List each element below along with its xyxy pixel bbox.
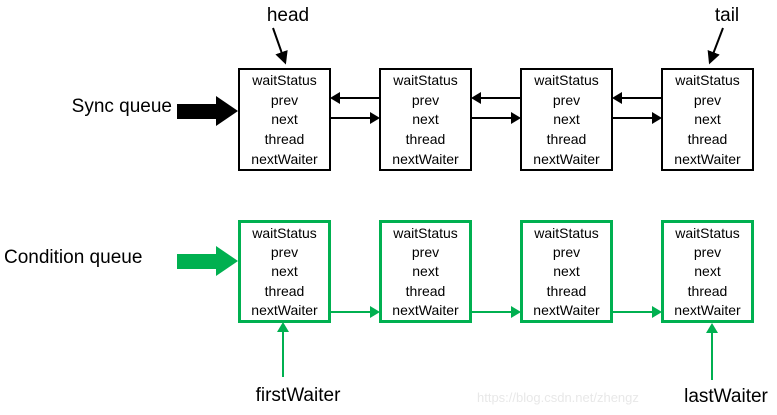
sync-queue-label: Sync queue bbox=[71, 96, 172, 117]
next-waiter-arrow bbox=[613, 306, 662, 318]
node-field: thread bbox=[264, 282, 305, 299]
condition-queue-label: Condition queue bbox=[4, 247, 143, 268]
node-field: prev bbox=[270, 91, 299, 108]
next-arrow bbox=[331, 112, 380, 124]
first-waiter-label: firstWaiter bbox=[255, 385, 341, 406]
block-arrow-shaft bbox=[177, 104, 216, 119]
condition-queue-block-arrow-icon bbox=[177, 246, 238, 277]
node-field: thread bbox=[405, 282, 446, 299]
node-field: nextWaiter bbox=[251, 151, 318, 168]
first-waiter-arrow bbox=[277, 322, 289, 377]
condition-queue-node-2: waitStatus prev next thread nextWaiter bbox=[379, 220, 472, 323]
node-field: waitStatus bbox=[252, 71, 317, 88]
prev-arrow bbox=[330, 92, 379, 104]
sync-queue-node-2: waitStatus prev next thread nextWaiter bbox=[379, 68, 472, 171]
node-field: next bbox=[412, 263, 439, 280]
prev-arrow bbox=[612, 92, 661, 104]
node-field: prev bbox=[270, 244, 299, 261]
node-field: thread bbox=[687, 282, 728, 299]
node-field: nextWaiter bbox=[674, 302, 741, 319]
sync-queue-node-4: waitStatus prev next thread nextWaiter bbox=[661, 68, 754, 171]
block-arrow-head bbox=[216, 246, 238, 276]
node-field: waitStatus bbox=[534, 71, 599, 88]
tail-arrow bbox=[707, 27, 724, 65]
condition-queue-node-4: waitStatus prev next thread nextWaiter bbox=[661, 220, 754, 323]
block-arrow-head bbox=[216, 96, 238, 126]
node-field: waitStatus bbox=[393, 71, 458, 88]
node-field: thread bbox=[687, 131, 728, 148]
node-field: prev bbox=[411, 244, 440, 261]
last-waiter-arrow bbox=[706, 323, 718, 380]
condition-queue-node-3: waitStatus prev next thread nextWaiter bbox=[520, 220, 613, 323]
block-arrow-shaft bbox=[177, 254, 216, 269]
node-field: waitStatus bbox=[252, 224, 317, 241]
sync-queue-node-1: waitStatus prev next thread nextWaiter bbox=[238, 68, 331, 171]
node-field: waitStatus bbox=[675, 71, 740, 88]
next-waiter-arrow bbox=[472, 306, 521, 318]
node-field: thread bbox=[264, 131, 305, 148]
node-field: next bbox=[553, 111, 580, 128]
node-field: next bbox=[271, 111, 298, 128]
condition-queue-node-1: waitStatus prev next thread nextWaiter bbox=[238, 220, 331, 323]
watermark: https://blog.csdn.net/zhengz bbox=[477, 390, 639, 405]
sync-queue-node-3: waitStatus prev next thread nextWaiter bbox=[520, 68, 613, 171]
node-field: next bbox=[553, 263, 580, 280]
node-field: nextWaiter bbox=[533, 302, 600, 319]
node-field: prev bbox=[411, 91, 440, 108]
node-field: waitStatus bbox=[534, 224, 599, 241]
head-label: head bbox=[266, 5, 310, 26]
next-waiter-arrow bbox=[331, 306, 380, 318]
head-arrow bbox=[272, 27, 288, 65]
node-field: nextWaiter bbox=[392, 151, 459, 168]
node-field: prev bbox=[552, 244, 581, 261]
node-field: waitStatus bbox=[393, 224, 458, 241]
node-field: nextWaiter bbox=[392, 302, 459, 319]
node-field: prev bbox=[693, 91, 722, 108]
tail-label: tail bbox=[714, 5, 740, 26]
next-arrow bbox=[472, 112, 521, 124]
node-field: thread bbox=[405, 131, 446, 148]
node-field: next bbox=[412, 111, 439, 128]
node-field: thread bbox=[546, 131, 587, 148]
node-field: next bbox=[694, 111, 721, 128]
next-arrow bbox=[613, 112, 662, 124]
node-field: nextWaiter bbox=[674, 151, 741, 168]
sync-queue-block-arrow-icon bbox=[177, 96, 238, 127]
last-waiter-label: lastWaiter bbox=[684, 386, 768, 407]
prev-arrow bbox=[471, 92, 520, 104]
node-field: next bbox=[271, 263, 298, 280]
node-field: next bbox=[694, 263, 721, 280]
node-field: waitStatus bbox=[675, 224, 740, 241]
node-field: prev bbox=[693, 244, 722, 261]
node-field: prev bbox=[552, 91, 581, 108]
node-field: nextWaiter bbox=[251, 302, 318, 319]
node-field: nextWaiter bbox=[533, 151, 600, 168]
node-field: thread bbox=[546, 282, 587, 299]
